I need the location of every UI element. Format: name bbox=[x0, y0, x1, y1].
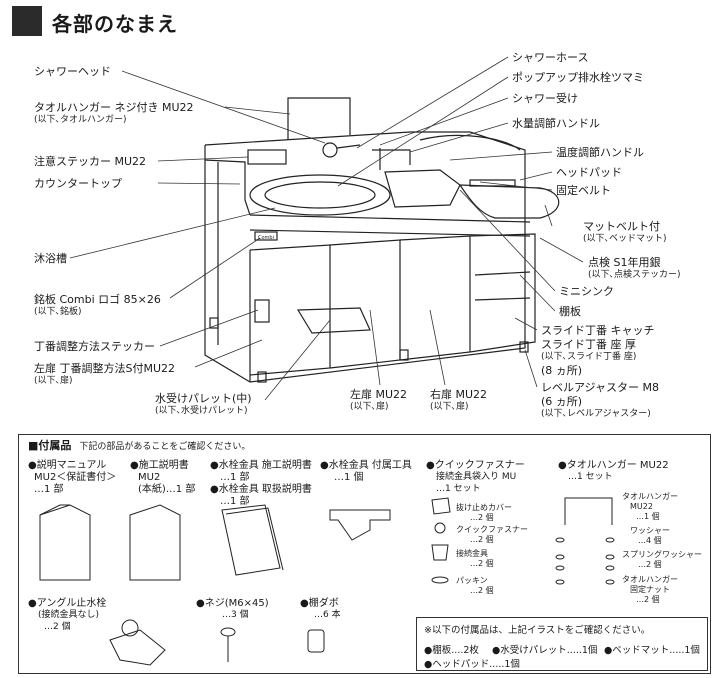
qf-part-name: クイックファスナー bbox=[456, 525, 528, 534]
qf-part-name: 抜け止めカバー bbox=[456, 503, 512, 512]
note-heading: ※以下の付属品は、上記イラストをご確認ください。 bbox=[424, 625, 651, 636]
label-slide-hinge-count: (8 ヵ所) bbox=[541, 364, 583, 377]
note-item-pallet: ●水受けパレット.....1個 bbox=[492, 645, 598, 656]
note-item-headpad: ●ヘッドパッド.....1個 bbox=[424, 659, 520, 670]
acc-towel-hanger: ●タオルハンガー MU22 bbox=[558, 460, 669, 471]
th-part-qty: …4 個 bbox=[638, 536, 662, 545]
acc-faucet-usage-qty: …1 部 bbox=[220, 496, 250, 507]
th-part-qty: …1 個 bbox=[636, 512, 660, 521]
label-level-adjuster-count: (6 ヵ所) bbox=[541, 395, 583, 408]
acc-install-manual-name: MU2 bbox=[138, 472, 161, 483]
label-fixing-belt: 固定ベルト bbox=[556, 184, 611, 197]
label-left-door-s: 左扉 丁番調整方法S付MU22 bbox=[34, 362, 176, 375]
acc-manual-qty: …1 部 bbox=[34, 484, 64, 495]
acc-manual-title: ●説明マニュアル bbox=[28, 460, 107, 471]
accessories-box bbox=[18, 434, 711, 674]
label-right-door-sub: (以下､扉) bbox=[430, 402, 469, 412]
label-counter-top: カウンタートップ bbox=[34, 177, 122, 190]
acc-towel-hanger-qty: …1 セット bbox=[568, 472, 613, 482]
acc-quick-fastener-qty: …1 セット bbox=[436, 484, 481, 494]
label-inspection: 点検 S1年用銀 bbox=[588, 256, 661, 269]
acc-angle-valve-qty: …2 個 bbox=[44, 622, 71, 632]
acc-dowel-qty: …6 本 bbox=[314, 610, 341, 620]
qf-part-qty: …2 個 bbox=[470, 559, 494, 568]
label-mat-belt: マットベルト付 bbox=[583, 220, 660, 233]
th-part-name2: MU22 bbox=[630, 502, 653, 511]
label-water-pallet: 水受けパレット(中) bbox=[155, 392, 252, 405]
acc-angle-valve-note: (接続金具なし) bbox=[38, 610, 100, 620]
label-flow-handle: 水量調節ハンドル bbox=[512, 117, 600, 130]
label-shelf: 棚板 bbox=[559, 305, 581, 318]
label-towel-hanger-sub: (以下､タオルハンガー) bbox=[34, 115, 127, 125]
acc-faucet-tool: ●水栓金具 付属工具 bbox=[320, 460, 412, 471]
th-part-name: タオルハンガー bbox=[622, 492, 678, 501]
th-part-qty: …2 個 bbox=[636, 595, 660, 604]
label-water-pallet-sub: (以下､水受けパレット) bbox=[155, 406, 248, 416]
acc-faucet-tool-qty: …1 個 bbox=[334, 472, 364, 483]
acc-faucet-install-doc: ●水栓金具 施工説明書 bbox=[210, 460, 312, 471]
acc-dowel: ●棚ダボ bbox=[300, 598, 339, 609]
acc-install-manual-qty: (本紙)…1 部 bbox=[138, 484, 196, 495]
th-part-name: スプリングワッシャー bbox=[622, 550, 702, 559]
label-nameplate: 銘板 Combi ロゴ 85×26 bbox=[34, 293, 161, 306]
label-shower-holder: シャワー受け bbox=[512, 92, 578, 105]
acc-angle-valve: ●アングル止水栓 bbox=[28, 598, 107, 609]
th-part-name: ワッシャー bbox=[630, 526, 670, 535]
label-bathtub: 沐浴槽 bbox=[34, 252, 67, 265]
combi-logo: Combi bbox=[258, 235, 274, 241]
label-hinge-sticker: 丁番調整方法ステッカー bbox=[34, 340, 155, 353]
label-level-adjuster-sub: (以下､レベルアジャスター) bbox=[541, 409, 651, 419]
label-left-door-s-sub: (以下､扉) bbox=[34, 376, 73, 386]
label-mat-belt-sub: (以下､ベッドマット) bbox=[583, 234, 667, 244]
label-inspection-sub: (以下､点検ステッカー) bbox=[588, 270, 681, 280]
label-right-door: 右扉 MU22 bbox=[430, 388, 488, 401]
note-item-shelf: ●棚板....2枚 bbox=[424, 645, 479, 656]
label-mini-sink: ミニシンク bbox=[559, 285, 614, 298]
th-part-name2: 固定ナット bbox=[630, 585, 670, 594]
qf-part-qty: …2 個 bbox=[470, 586, 494, 595]
label-caution-sticker: 注意ステッカー MU22 bbox=[34, 155, 147, 168]
label-shower-hose: シャワーホース bbox=[512, 51, 589, 64]
acc-screw: ●ネジ(M6×45) bbox=[196, 598, 269, 609]
label-temp-handle: 温度調節ハンドル bbox=[556, 146, 644, 159]
acc-install-manual-title: ●施工説明書 bbox=[130, 460, 189, 471]
acc-screw-qty: …3 個 bbox=[222, 610, 249, 620]
section-marker bbox=[12, 6, 42, 36]
th-part-qty: …2 個 bbox=[638, 560, 662, 569]
acc-faucet-install-qty: …1 部 bbox=[220, 472, 250, 483]
label-level-adjuster: レベルアジャスター M8 bbox=[541, 381, 659, 394]
accessories-title: ■付属品下記の部品があることをご確認ください。 bbox=[28, 439, 251, 452]
illustrated-items-note bbox=[416, 617, 708, 671]
label-slide-hinge-sub: (以下､スライド丁番 座) bbox=[541, 352, 637, 362]
label-nameplate-sub: (以下､銘板) bbox=[34, 307, 82, 317]
label-towel-hanger: タオルハンガー ネジ付き MU22 bbox=[34, 101, 194, 114]
label-head-pad: ヘッドパッド bbox=[556, 166, 622, 179]
label-shower-head: シャワーヘッド bbox=[34, 65, 111, 78]
acc-faucet-usage-doc: ●水栓金具 取扱説明書 bbox=[210, 484, 312, 495]
qf-part-qty: …2 個 bbox=[470, 535, 494, 544]
qf-part-name: 接続金具 bbox=[456, 549, 488, 558]
qf-part-name: パッキン bbox=[456, 576, 488, 585]
label-slide-hinge-1: スライド丁番 キャッチ bbox=[541, 324, 655, 337]
label-popup-drain: ポップアップ排水栓ツマミ bbox=[512, 71, 644, 84]
th-part-name: タオルハンガー bbox=[622, 575, 678, 584]
acc-quick-fastener: ●クイックファスナー bbox=[426, 460, 525, 471]
label-left-door: 左扉 MU22 bbox=[350, 388, 408, 401]
label-slide-hinge-2: スライド丁番 座 厚 bbox=[541, 338, 636, 351]
qf-part-qty: …2 個 bbox=[470, 513, 494, 522]
note-item-mat: ●ベッドマット.....1個 bbox=[604, 645, 700, 656]
acc-manual-name: MU2＜保証書付＞ bbox=[34, 472, 117, 483]
unit-diagram: Combi bbox=[69, 56, 584, 401]
label-left-door-sub: (以下､扉) bbox=[350, 402, 389, 412]
page-title: 各部のなまえ bbox=[52, 12, 178, 36]
acc-quick-fastener-bag: 接続金具袋入り MU bbox=[436, 472, 517, 482]
